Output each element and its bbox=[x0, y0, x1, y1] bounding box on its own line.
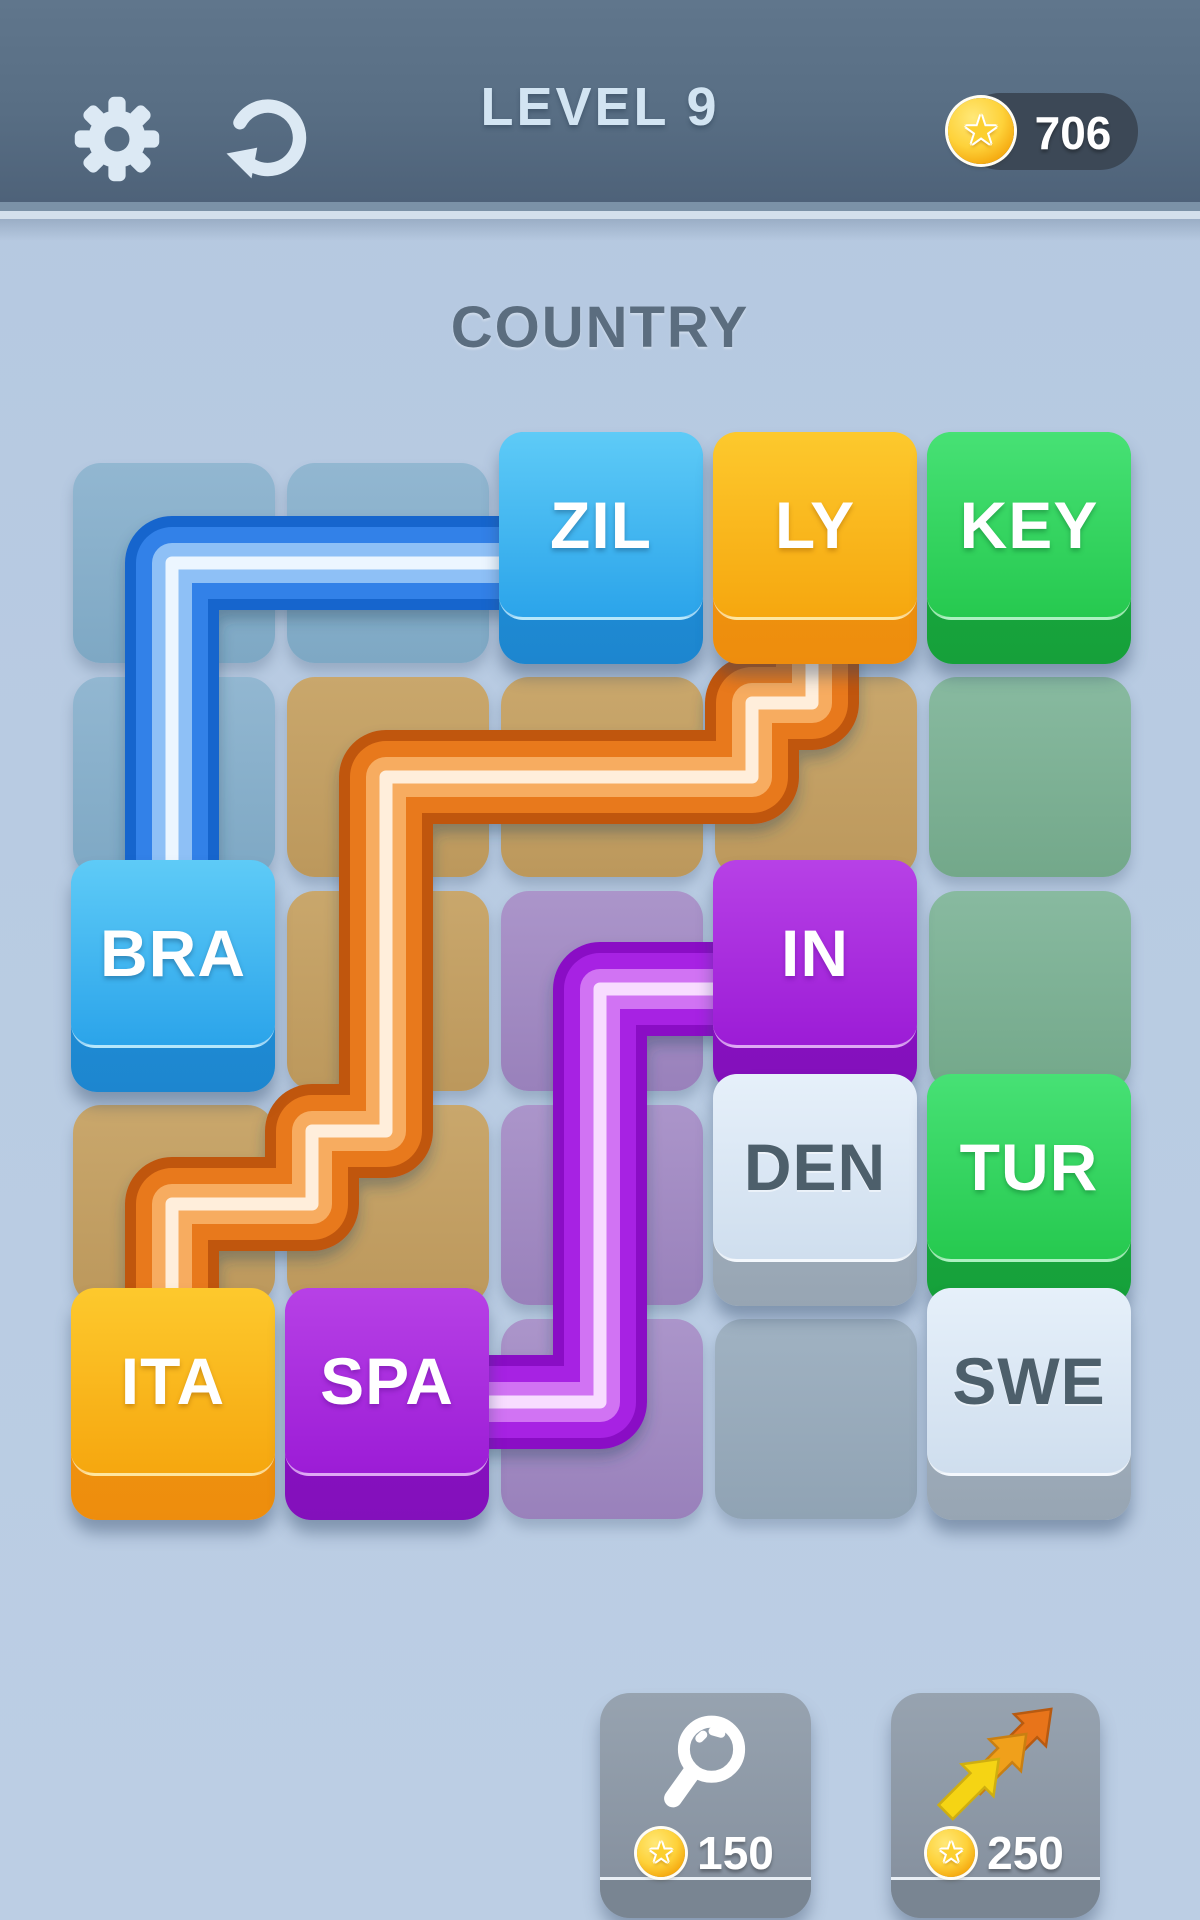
tile-label: LY bbox=[774, 487, 856, 562]
cell-r3-c0[interactable] bbox=[73, 1105, 275, 1305]
tile-IN[interactable]: IN bbox=[713, 860, 917, 1092]
top-bar: LEVEL 9 ★ 706 bbox=[0, 0, 1200, 202]
hint-search-button[interactable]: ★ 150 bbox=[600, 1693, 811, 1918]
tile-label: SWE bbox=[952, 1343, 1106, 1418]
tile-ITA[interactable]: ITA bbox=[71, 1288, 275, 1520]
settings-button[interactable] bbox=[69, 91, 165, 187]
cell-r0-c0[interactable] bbox=[73, 463, 275, 663]
coin-icon: ★ bbox=[637, 1829, 686, 1877]
tile-label: ZIL bbox=[550, 487, 652, 562]
tile-BRA[interactable]: BRA bbox=[71, 860, 275, 1092]
tile-DEN[interactable]: DEN bbox=[713, 1074, 917, 1306]
tile-label: DEN bbox=[743, 1129, 887, 1204]
topbar-divider-strip bbox=[0, 202, 1200, 211]
cell-r3-c2[interactable] bbox=[501, 1105, 703, 1305]
cell-r1-c4[interactable] bbox=[929, 677, 1131, 877]
level-title: LEVEL 9 bbox=[480, 77, 720, 137]
cell-r2-c4[interactable] bbox=[929, 891, 1131, 1091]
cell-r1-c3[interactable] bbox=[715, 677, 917, 877]
cell-r2-c1[interactable] bbox=[287, 891, 489, 1091]
tile-label: BRA bbox=[100, 915, 246, 990]
tile-label: ITA bbox=[120, 1343, 226, 1418]
cell-r1-c2[interactable] bbox=[501, 677, 703, 877]
magnifier-icon bbox=[664, 1715, 746, 1807]
cell-r1-c1[interactable] bbox=[287, 677, 489, 877]
tile-KEY[interactable]: KEY bbox=[927, 432, 1131, 664]
tile-TUR[interactable]: TUR bbox=[927, 1074, 1131, 1306]
tile-ZIL[interactable]: ZIL bbox=[499, 432, 703, 664]
tile-label: IN bbox=[781, 915, 849, 990]
tile-label: KEY bbox=[959, 487, 1099, 562]
tile-LY[interactable]: LY bbox=[713, 432, 917, 664]
cell-r3-c1[interactable] bbox=[287, 1105, 489, 1305]
hint-arrows-cost: 250 bbox=[987, 1827, 1064, 1879]
topbar-divider-line bbox=[0, 211, 1200, 219]
topbar-shadow bbox=[0, 219, 1200, 241]
gear-icon bbox=[74, 96, 160, 182]
coin-counter: ★ 706 bbox=[948, 93, 1138, 170]
restart-button[interactable] bbox=[215, 92, 311, 188]
tile-SPA[interactable]: SPA bbox=[285, 1288, 489, 1520]
coin-icon: ★ bbox=[927, 1829, 976, 1877]
cell-r2-c2[interactable] bbox=[501, 891, 703, 1091]
cell-r0-c1[interactable] bbox=[287, 463, 489, 663]
rising-arrows-icon bbox=[936, 1707, 1053, 1821]
coin-count: 706 bbox=[1034, 107, 1112, 159]
cell-r1-c0[interactable] bbox=[73, 677, 275, 877]
puzzle-category-title: COUNTRY bbox=[450, 295, 750, 360]
cell-r4-c2[interactable] bbox=[501, 1319, 703, 1519]
coin-icon: ★ bbox=[948, 98, 1014, 164]
restart-icon bbox=[226, 99, 307, 179]
tile-label: SPA bbox=[320, 1343, 454, 1418]
hint-search-cost: 150 bbox=[697, 1827, 774, 1879]
hint-arrows-button[interactable]: ★ 250 bbox=[891, 1693, 1100, 1918]
tile-label: TUR bbox=[959, 1129, 1099, 1204]
tile-SWE[interactable]: SWE bbox=[927, 1288, 1131, 1520]
cell-r4-c3[interactable] bbox=[715, 1319, 917, 1519]
